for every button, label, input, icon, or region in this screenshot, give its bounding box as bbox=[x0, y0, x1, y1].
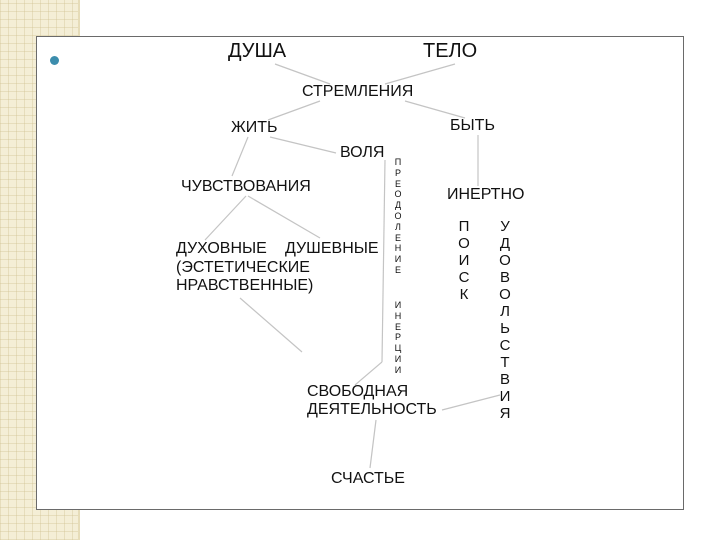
node-esteticheskie: (ЭСТЕТИЧЕСКИЕ bbox=[176, 259, 310, 276]
vertical-udovolstviya: У Д О В О Л Ь С Т В И Я bbox=[499, 218, 511, 422]
connector-chuvstvovaniya-dushevnye bbox=[247, 195, 321, 239]
connector-chuvstvovaniya-duhovnye bbox=[204, 195, 247, 241]
connector-inertsii-svobodnaya bbox=[354, 361, 383, 386]
node-dushevnye: ДУШЕВНЫЕ bbox=[285, 240, 379, 257]
node-chuvstvovaniya: ЧУВСТВОВАНИЯ bbox=[181, 178, 311, 195]
connector-stremleniya-byt bbox=[404, 100, 466, 119]
vertical-preodolenie: П Р Е О Д О Л Е Н И Е bbox=[394, 157, 402, 275]
node-byt: БЫТЬ bbox=[450, 117, 495, 134]
connector-zhit-volya bbox=[269, 136, 337, 154]
node-inertno: ИНЕРТНО bbox=[447, 186, 525, 203]
connector-svobodnaya-schastye bbox=[369, 419, 377, 469]
connector-duhovnye-svobodnaya bbox=[239, 297, 303, 353]
node-svobodnaya: СВОБОДНАЯ bbox=[307, 383, 409, 400]
node-volya: ВОЛЯ bbox=[340, 144, 385, 161]
vertical-inertsii: И Н Е Р Ц И И bbox=[394, 300, 402, 375]
node-nravstvennye: НРАВСТВЕННЫЕ) bbox=[176, 277, 314, 294]
node-telo: ТЕЛО bbox=[423, 40, 478, 62]
node-zhit: ЖИТЬ bbox=[231, 119, 278, 136]
connector-udovolstviya-svobodnaya bbox=[441, 394, 501, 411]
node-dusha: ДУША bbox=[228, 40, 287, 62]
connector-zhit-chuvstvovaniya bbox=[231, 136, 249, 177]
connector-preodolenie-axis bbox=[381, 159, 386, 363]
node-schastye: СЧАСТЬЕ bbox=[331, 470, 405, 487]
connector-stremleniya-zhit bbox=[267, 100, 321, 121]
bullet-dot-icon bbox=[50, 56, 59, 65]
slide-frame bbox=[36, 36, 684, 510]
node-stremleniya: СТРЕМЛЕНИЯ bbox=[302, 83, 414, 100]
connector-dusha-stremleniya bbox=[274, 63, 331, 85]
node-duhovnye: ДУХОВНЫЕ bbox=[176, 240, 267, 257]
node-deyatelnost: ДЕЯТЕЛЬНОСТЬ bbox=[307, 401, 437, 418]
vertical-poisk: П О И С К bbox=[458, 218, 470, 303]
connector-telo-stremleniya bbox=[384, 63, 456, 85]
